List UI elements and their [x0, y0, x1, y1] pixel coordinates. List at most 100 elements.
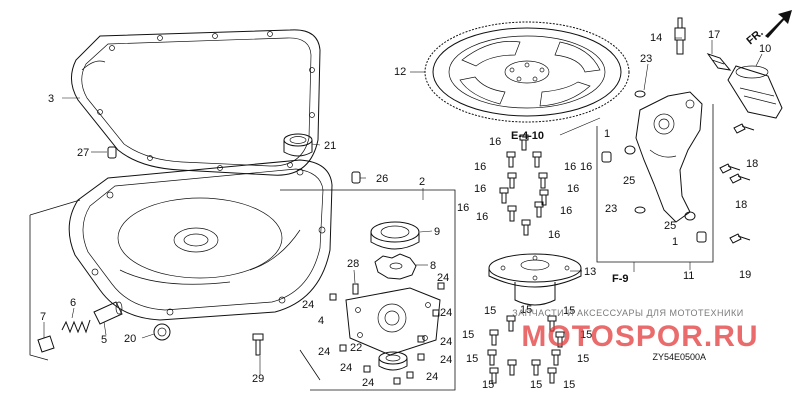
- seal-25b-part: [684, 211, 696, 221]
- callout-9: 9: [434, 226, 440, 238]
- callout-16: 16: [476, 211, 488, 223]
- callout-29: 29: [252, 373, 264, 385]
- callout-16: 16: [548, 229, 560, 241]
- case-cover-part: [68, 159, 333, 321]
- callout-22: 22: [350, 342, 362, 354]
- callout-20: 20: [124, 333, 136, 345]
- callout-6: 6: [70, 297, 76, 309]
- callout-11: 11: [683, 270, 694, 282]
- stud-17-part: [706, 53, 732, 71]
- plunger-5-part: [93, 301, 123, 325]
- callout-16: 16: [567, 183, 579, 195]
- outer-rotor-9-part: [370, 221, 420, 250]
- callout-24: 24: [340, 362, 352, 374]
- callout-24: 24: [362, 377, 374, 389]
- callout-14: 14: [650, 32, 662, 44]
- bolt-29-part: [252, 333, 264, 356]
- callout-8: 8: [430, 260, 436, 272]
- callout-21: 21: [324, 140, 336, 152]
- callout-15: 15: [563, 305, 575, 317]
- drain-plug-7-part: [37, 335, 55, 353]
- callout-16: 16: [457, 202, 469, 214]
- bolts-18-group: [719, 123, 755, 184]
- callout-24: 24: [426, 371, 438, 383]
- callout-labels: 3 27 21 26 2 9 28 8 24 24 4 22 24 24 24 …: [40, 29, 771, 391]
- pump-housing-11-part: [635, 91, 703, 223]
- callout-26: 26: [376, 173, 388, 185]
- ref-leader-e: [559, 117, 601, 136]
- callout-15: 15: [563, 379, 575, 391]
- o-ring-23a-part: [634, 90, 646, 98]
- watermark-logo: MOTOSPOR.RU: [521, 320, 758, 353]
- callout-3: 3: [48, 93, 54, 105]
- callout-24: 24: [440, 354, 452, 366]
- callout-24: 24: [318, 346, 330, 358]
- seal-25a-part: [624, 145, 636, 155]
- callout-15: 15: [466, 353, 478, 365]
- callout-10: 10: [759, 43, 771, 55]
- bolts-16-group: [499, 134, 549, 236]
- dowel-1a-part: [601, 151, 612, 163]
- dowel-pin-27-part: [107, 146, 117, 159]
- flywheel-12-part: [424, 21, 630, 123]
- callout-19: 19: [739, 269, 751, 281]
- oil-seal-22-part: [378, 351, 408, 371]
- callout-4: 4: [318, 315, 324, 327]
- spring-6-part: [61, 319, 91, 334]
- switch-14-part: [674, 17, 686, 55]
- dowel-1b-part: [696, 231, 707, 243]
- callout-16: 16: [474, 161, 486, 173]
- bolts-24-group: [329, 282, 445, 385]
- callout-15: 15: [520, 304, 532, 316]
- callout-24: 24: [440, 336, 452, 348]
- callout-1: 1: [672, 236, 678, 248]
- callout-24: 24: [440, 307, 452, 319]
- callout-15: 15: [577, 353, 589, 365]
- callout-17: 17: [708, 29, 720, 41]
- callout-16: 16: [489, 136, 501, 148]
- callout-1: 1: [604, 128, 610, 140]
- callout-27: 27: [77, 147, 89, 159]
- callout-15: 15: [462, 329, 474, 341]
- bolts-15-group: [487, 315, 565, 384]
- hub-13-part: [488, 253, 582, 306]
- callout-7: 7: [40, 311, 46, 323]
- plug-20-part: [153, 323, 171, 341]
- callout-18: 18: [735, 199, 747, 211]
- callout-18: 18: [746, 158, 758, 170]
- callout-24: 24: [437, 272, 449, 284]
- callout-15: 15: [530, 379, 542, 391]
- pump-body-4-part: [345, 287, 441, 356]
- leader-lines: [43, 37, 763, 375]
- dowel-pin-26-part: [351, 171, 361, 184]
- callout-13: 13: [584, 266, 596, 278]
- callout-15: 15: [484, 305, 496, 317]
- callout-25: 25: [623, 175, 635, 187]
- gasket-part: [71, 29, 321, 176]
- inner-rotor-8-part: [374, 253, 417, 280]
- callout-25: 25: [664, 220, 676, 232]
- callout-16: 16: [564, 161, 576, 173]
- callout-15: 15: [482, 379, 494, 391]
- oil-filter-10-part: [727, 65, 783, 119]
- callout-23: 23: [640, 53, 652, 65]
- callout-23: 23: [605, 203, 617, 215]
- callout-28: 28: [347, 258, 359, 270]
- oil-seal-21-part: [283, 133, 313, 157]
- o-ring-23b-part: [634, 206, 646, 214]
- ref-label-e-4-10: E-4-10: [511, 130, 544, 142]
- callout-16: 16: [474, 183, 486, 195]
- callout-12: 12: [394, 66, 406, 78]
- callout-16: 16: [560, 205, 572, 217]
- pin-28-part: [352, 283, 359, 295]
- diagram-code: ZY54E0500A: [652, 352, 706, 362]
- callout-5: 5: [101, 334, 107, 346]
- watermark-caption: ЗАПЧАСТИ И АКСЕССУАРЫ ДЛЯ МОТОТЕХНИКИ: [512, 308, 743, 318]
- group-outlines: [29, 104, 714, 391]
- front-arrow-icon: [765, 10, 792, 38]
- bolt-19-part: [729, 233, 751, 244]
- ref-label-f-9: F-9: [612, 273, 629, 285]
- callout-16: 16: [580, 161, 592, 173]
